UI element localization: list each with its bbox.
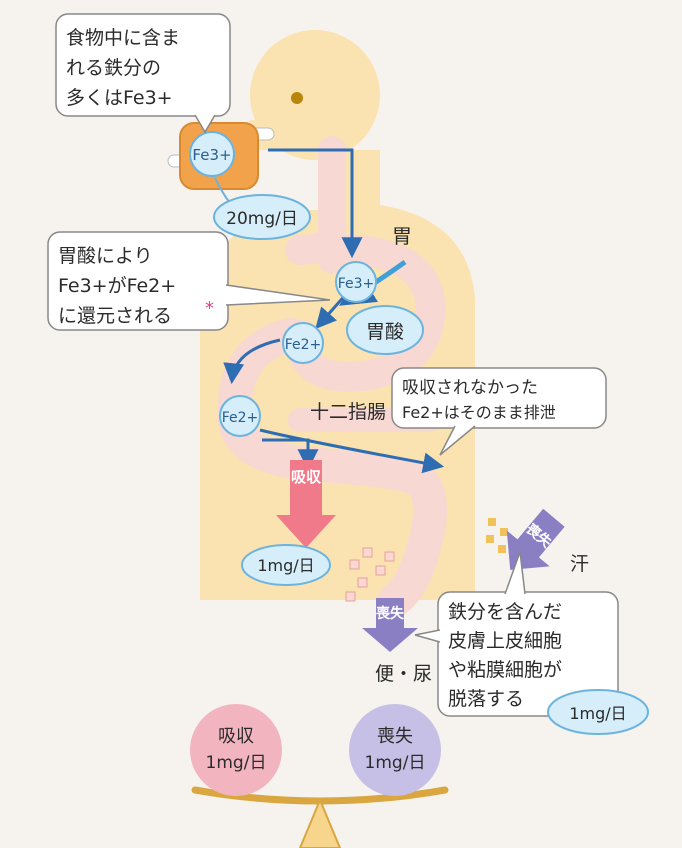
stool-urine-label: 便・尿	[375, 663, 432, 685]
stomach-label: 胃	[392, 224, 412, 248]
sweat-label: 汗	[570, 553, 589, 575]
callout-food-iron: 食物中に含ま れる鉄分の 多くはFe3+	[55, 13, 231, 134]
balance-loss-circle: 喪失 1mg/日	[349, 704, 441, 796]
loss-arrow-skin: 喪失	[506, 508, 565, 570]
svg-text:吸収されなかった: 吸収されなかった	[402, 378, 538, 398]
svg-text:Fe3+: Fe3+	[192, 146, 231, 164]
svg-text:Fe2+: Fe2+	[285, 337, 322, 353]
fe-stomach-in-ion: Fe3+	[335, 261, 377, 303]
svg-text:Fe2+はそのまま排泄: Fe2+はそのまま排泄	[402, 403, 556, 422]
svg-text:多くはFe3+: 多くはFe3+	[66, 87, 173, 109]
svg-text:喪失: 喪失	[376, 605, 405, 622]
eye	[291, 92, 303, 104]
svg-text:や粘膜細胞が: や粘膜細胞が	[448, 659, 562, 681]
svg-text:れる鉄分の: れる鉄分の	[66, 57, 161, 79]
balance-absorption-circle: 吸収 1mg/日	[190, 704, 282, 796]
svg-text:1mg/日: 1mg/日	[365, 753, 426, 773]
fe-food-ion: Fe3+	[189, 131, 235, 177]
svg-text:皮膚上皮細胞: 皮膚上皮細胞	[448, 630, 562, 652]
duodenum-label: 十二指腸	[310, 401, 386, 423]
svg-text:Fe3+: Fe3+	[338, 276, 375, 292]
gastric-acid-bubble: 胃酸	[346, 305, 424, 355]
intake-amount-cloud: 20mg/日	[213, 194, 311, 240]
svg-text:20mg/日: 20mg/日	[226, 209, 298, 229]
svg-text:Fe3+がFe2+: Fe3+がFe2+	[58, 275, 176, 297]
callout-not-absorbed: 吸収されなかった Fe2+はそのまま排泄	[391, 367, 607, 456]
callout-shed-cells: 鉄分を含んだ 皮膚上皮細胞 や粘膜細胞が 脱落する	[414, 551, 619, 717]
flow-arrow-excretion	[259, 428, 445, 474]
svg-text:1mg/日: 1mg/日	[257, 556, 314, 575]
svg-text:食物中に含ま: 食物中に含ま	[66, 27, 180, 49]
lost-amount-cloud: 1mg/日	[547, 689, 649, 735]
svg-text:脱落する: 脱落する	[448, 688, 524, 710]
fe-stomach-out-ion: Fe2+	[282, 322, 324, 364]
svg-text:*: *	[205, 298, 214, 319]
svg-text:喪失: 喪失	[377, 726, 413, 747]
fe-duodenum-ion: Fe2+	[219, 395, 261, 437]
svg-text:胃酸: 胃酸	[366, 321, 404, 343]
callout-gastric-acid: 胃酸により Fe3+がFe2+ に還元される *	[47, 231, 331, 331]
flow-arrow-to-absorption	[262, 438, 319, 471]
svg-text:1mg/日: 1mg/日	[569, 704, 626, 723]
flow-arrow-to-duodenum	[223, 338, 281, 385]
shed-cells-stool	[345, 547, 395, 602]
scale-fulcrum	[298, 797, 342, 848]
svg-text:に還元される: に還元される	[58, 305, 172, 327]
svg-text:胃酸により: 胃酸により	[58, 245, 153, 267]
svg-text:1mg/日: 1mg/日	[206, 753, 267, 773]
iron-flow-arrows	[223, 148, 445, 474]
flow-arrow-mouth-stomach	[268, 148, 363, 259]
svg-text:鉄分を含んだ: 鉄分を含んだ	[448, 601, 562, 623]
shed-cells-skin	[486, 518, 508, 553]
balance-scale: 吸収 1mg/日 喪失 1mg/日	[190, 704, 449, 848]
absorption-arrow: 吸収	[276, 460, 336, 548]
svg-text:吸収: 吸収	[291, 468, 322, 486]
svg-text:吸収: 吸収	[218, 726, 254, 747]
loss-arrow-stool: 喪失	[362, 598, 418, 652]
absorbed-amount-cloud: 1mg/日	[241, 544, 331, 586]
svg-text:Fe2+: Fe2+	[222, 410, 259, 426]
